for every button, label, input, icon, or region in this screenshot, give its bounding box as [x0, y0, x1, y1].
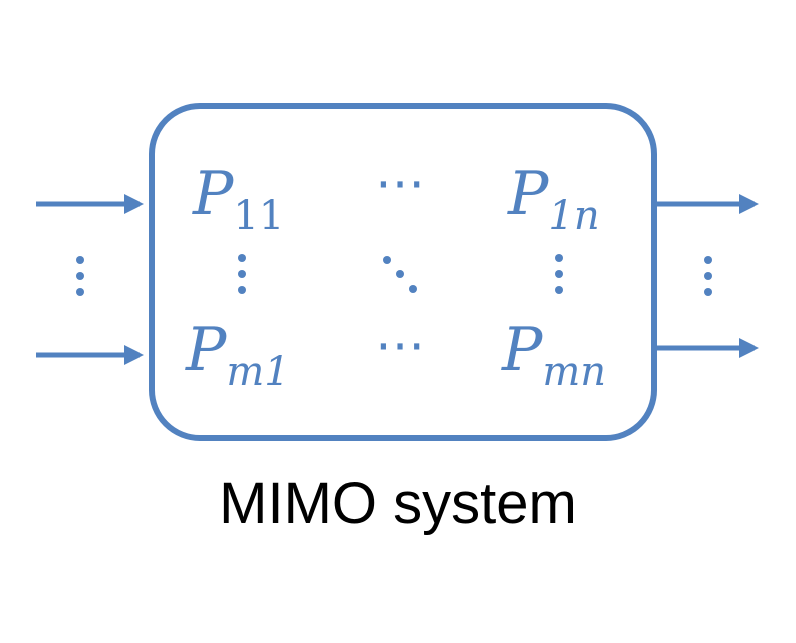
matrix-diagonal-ellipsis [383, 256, 417, 293]
p11-subscript: 11 [233, 193, 284, 239]
output-vertical-ellipsis [704, 256, 712, 296]
matrix-entry-pm1: Pm1 [185, 315, 290, 395]
pm1-base: P [185, 315, 228, 385]
matrix-horizontal-ellipsis-row1: ⋯ [375, 154, 425, 212]
matrix-vertical-ellipsis-col1 [238, 254, 246, 294]
p11-base: P [192, 159, 235, 229]
p1n-subscript: 1n [548, 193, 599, 239]
pm1-subscript: m1 [226, 349, 289, 395]
matrix-entry-pmn: Pmn [501, 315, 606, 395]
p1n-base: P [507, 159, 550, 229]
pmn-subscript: mn [542, 349, 606, 395]
matrix-horizontal-ellipsis-rowm: ⋯ [375, 316, 425, 374]
diagram-caption: MIMO system [219, 471, 577, 536]
matrix-entry-p1n: P1n [507, 159, 600, 239]
matrix-entry-p11: P11 [192, 159, 284, 239]
input-vertical-ellipsis [76, 256, 84, 296]
matrix-vertical-ellipsis-coln [555, 254, 563, 294]
pmn-base: P [501, 315, 544, 385]
